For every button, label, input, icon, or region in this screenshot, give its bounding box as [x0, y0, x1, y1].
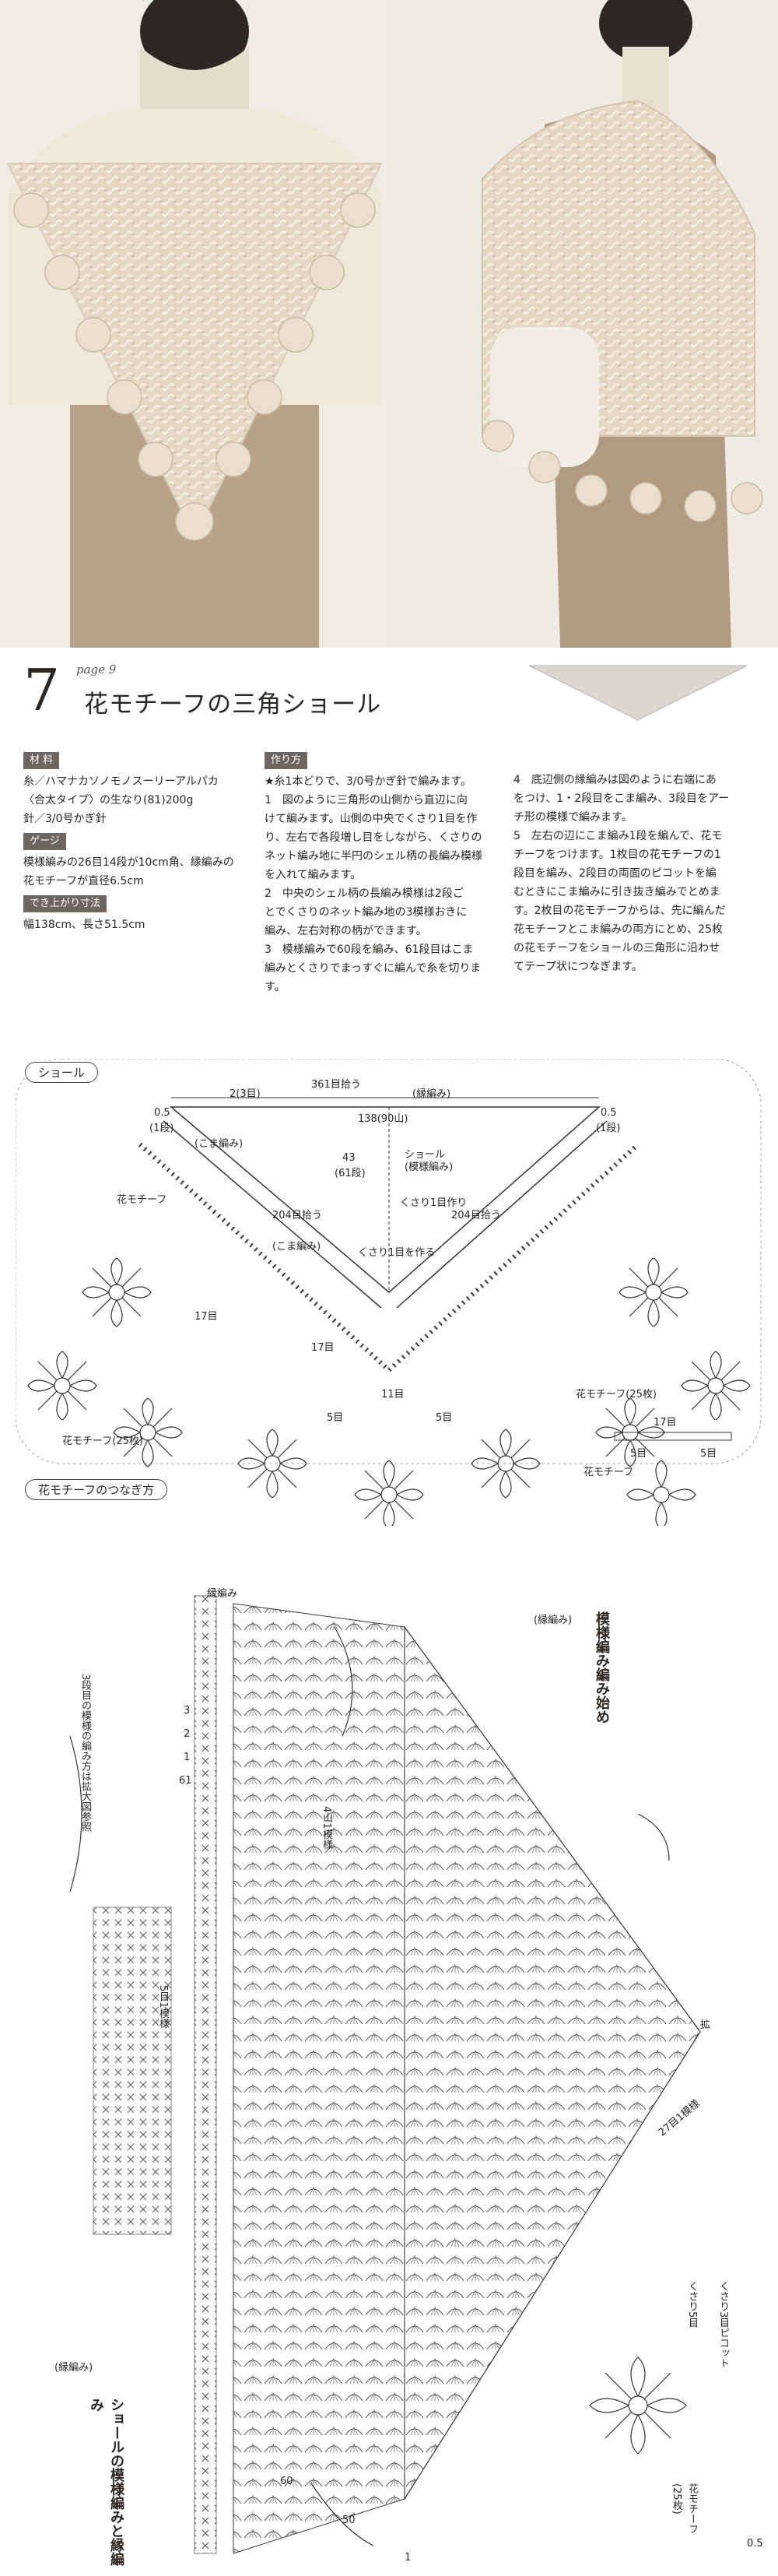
right-small-row: (1段) — [596, 1123, 621, 1134]
photo-back-view — [0, 0, 389, 648]
top-count: 361目拾う — [311, 1079, 361, 1091]
finished-line: 幅138cm、長さ51.5cm — [23, 919, 145, 931]
dim-label: 0.5 — [747, 2538, 763, 2550]
method-line: 4 底辺側の縁編みは図のように右端にあ — [513, 774, 717, 786]
materials-line: 〈合太タイプ〉の生なり(81)200g — [23, 794, 194, 807]
motif25-right: 花モチーフ(25枚) — [576, 1389, 657, 1400]
method-line: けて編みます。山側の中央でくさり1目を作 — [265, 813, 478, 825]
method-line: 5 左右の辺にこま編み1段を編んで、花モ — [513, 830, 723, 842]
materials-heading: 材 料 — [23, 752, 60, 769]
method-line: 1 図のように三角形の山側から直辺に向 — [265, 794, 468, 807]
photo-strip — [0, 0, 778, 648]
motif25-left: 花モチーフ(25枚) — [62, 1436, 143, 1447]
pattern-number: 7 — [23, 657, 61, 724]
method-line: 3 模様編みで60段を編み、61段目はこま — [265, 944, 474, 956]
arch-note: (縁編み) — [54, 2362, 93, 2374]
shawl-tag: ショール — [25, 1062, 99, 1083]
center-rows: (61段) — [335, 1168, 366, 1179]
pattern-label: (模様編み) — [405, 1161, 454, 1173]
pattern-title: 花モチーフの三角ショール — [84, 691, 382, 719]
method-line: り、左右で各段増し目をしながら、くさりの — [265, 831, 482, 844]
method-line: す。2枚目の花モチーフからは、先に編んだ — [513, 905, 726, 917]
tick-2: 2 — [184, 1728, 191, 1740]
koma2-label: (こま編み) — [272, 1241, 321, 1253]
method-line: ★糸1本どりで、3/0号かぎ針で編みます。 — [265, 775, 472, 788]
motif-count: (25枚) — [671, 2483, 682, 2514]
tick-61: 61 — [179, 1775, 192, 1787]
method-line: 2 中央のシェル柄の長編み模様は2段ご — [265, 887, 464, 900]
pattern-rep-label: 4山1模様 — [321, 1806, 332, 1850]
m5a: 5目 — [327, 1412, 344, 1424]
m17a: 17目 — [194, 1311, 218, 1323]
left-small-label: 0.5 — [154, 1107, 170, 1119]
tick-3: 3 — [184, 1705, 191, 1717]
method-line: 編み、左右対称の柄ができます。 — [265, 925, 427, 937]
chart-side-title: ショールの模様編みと縁編み — [88, 2398, 124, 2566]
method-line: を入れて編みます。 — [265, 869, 362, 881]
pick-left: 204目拾う — [272, 1210, 322, 1221]
m11: 11目 — [381, 1389, 405, 1400]
shawl-thumbnail-icon — [528, 665, 748, 721]
method-line: むときにこま編みに引き抜き編みでとめま — [513, 886, 720, 898]
edging-label: (縁編み) — [412, 1088, 451, 1100]
edge-note: 縁編み — [207, 1588, 238, 1600]
row-note: 3段目の模様の編み方は拡大図参照 — [79, 1674, 91, 1833]
method-column-1: 作り方 ★糸1本どりで、3/0号かぎ針で編みます。 1 図のように三角形の山側か… — [265, 747, 506, 996]
start-arrow-label: くさり1目を作る — [358, 1247, 436, 1259]
center-mark: 拡 — [700, 2019, 711, 2031]
center-height: 43 — [342, 1152, 356, 1164]
m5b: 5目 — [436, 1412, 453, 1424]
joining-tag: 花モチーフのつなぎ方 — [25, 1479, 168, 1500]
materials-line: 針／3/0号かぎ針 — [23, 813, 107, 825]
method-line: チ形の模様で編みます。 — [513, 811, 633, 824]
method-line: 編みとくさりでまっすぐに編んで糸を切りま — [265, 962, 482, 975]
method-heading: 作り方 — [265, 752, 308, 769]
m17b: 17目 — [311, 1342, 335, 1354]
motif-label: 花モチーフ — [117, 1194, 167, 1206]
method-line: の花モチーフをショールの三角形に沿わせ — [513, 942, 720, 954]
koma-label: (こま編み) — [194, 1138, 244, 1150]
top-edge-label: (縁編み) — [534, 1615, 573, 1626]
method-line: をつけ、1・2段目をこま編み、3段目をアー — [513, 792, 730, 805]
top-left-label: 2(3目) — [230, 1088, 261, 1100]
spec-2: くさり3目ピコット — [717, 2281, 729, 2369]
spec-1: くさり5目 — [686, 2281, 698, 2328]
method-line: ネット編み地に半円のシェル柄の長編み模様 — [265, 850, 482, 863]
row-num-50: 50 — [342, 2514, 356, 2526]
stitch-chart: ショールの模様編みと縁編み 模様編み編み始め 縁編み (縁編み) 3段目の模様の… — [0, 1580, 778, 2576]
gauge-heading: ゲージ — [23, 833, 66, 850]
row-num-1: 1 — [405, 2552, 412, 2564]
page-reference: page 9 — [76, 662, 117, 677]
motif-label-2: 花モチーフ — [686, 2483, 698, 2534]
materials-column: 材 料 糸／ハマナカソノモノスーリーアルパカ 〈合太タイプ〉の生なり(81)20… — [23, 747, 257, 934]
tick-1: 1 — [184, 1752, 191, 1763]
left-small-row: (1段) — [149, 1123, 174, 1134]
method-line: てテープ状につなぎます。 — [513, 961, 643, 973]
method-line: 花モチーフとこま編みの両方にとめ、25枚 — [513, 923, 723, 936]
right-small-label: 0.5 — [601, 1107, 617, 1119]
sticks-label: 5目1模様 — [157, 1985, 169, 2029]
m5d: 5目 — [700, 1448, 717, 1460]
shawl-schematic: ショール 361目拾う 2(3目) (縁編み) 138(90山) 0.5 (1段… — [16, 1059, 762, 1526]
motif-small-label: 花モチーフ — [584, 1467, 634, 1478]
method-line: す。 — [265, 981, 286, 993]
method-column-2: 4 底辺側の縁編みは図のように右端にあ をつけ、1・2段目をこま編み、3段目をア… — [513, 771, 762, 976]
width-label: 138(90山) — [358, 1113, 408, 1125]
chart-side-title-2: 模様編み編み始め — [594, 1611, 610, 1724]
pick-right: 204目拾う — [451, 1210, 501, 1221]
method-line: 段目を編み、2段目の両面のピコットを編 — [513, 867, 717, 880]
method-line: チーフをつけます。1枚目の花モチーフの1 — [513, 849, 721, 861]
gauge-line: 花モチーフが直径6.5cm — [23, 875, 144, 887]
start-label: くさり1目作り — [400, 1197, 468, 1209]
method-line: とでくさりのネット編み地の3模様おきに — [265, 906, 468, 919]
gauge-line: 模様編みの26目14段が10cm角、縁編みの — [23, 856, 234, 869]
photo-side-view — [389, 0, 778, 648]
m17c: 17目 — [654, 1417, 677, 1429]
pattern-header: 7 page 9 花モチーフの三角ショール — [23, 658, 755, 736]
m5c: 5目 — [630, 1448, 647, 1460]
row-num-60: 60 — [280, 2476, 293, 2487]
shawl-label: ショール — [405, 1149, 446, 1161]
finished-heading: でき上がり寸法 — [23, 895, 107, 912]
materials-line: 糸／ハマナカソノモノスーリーアルパカ — [23, 775, 219, 788]
